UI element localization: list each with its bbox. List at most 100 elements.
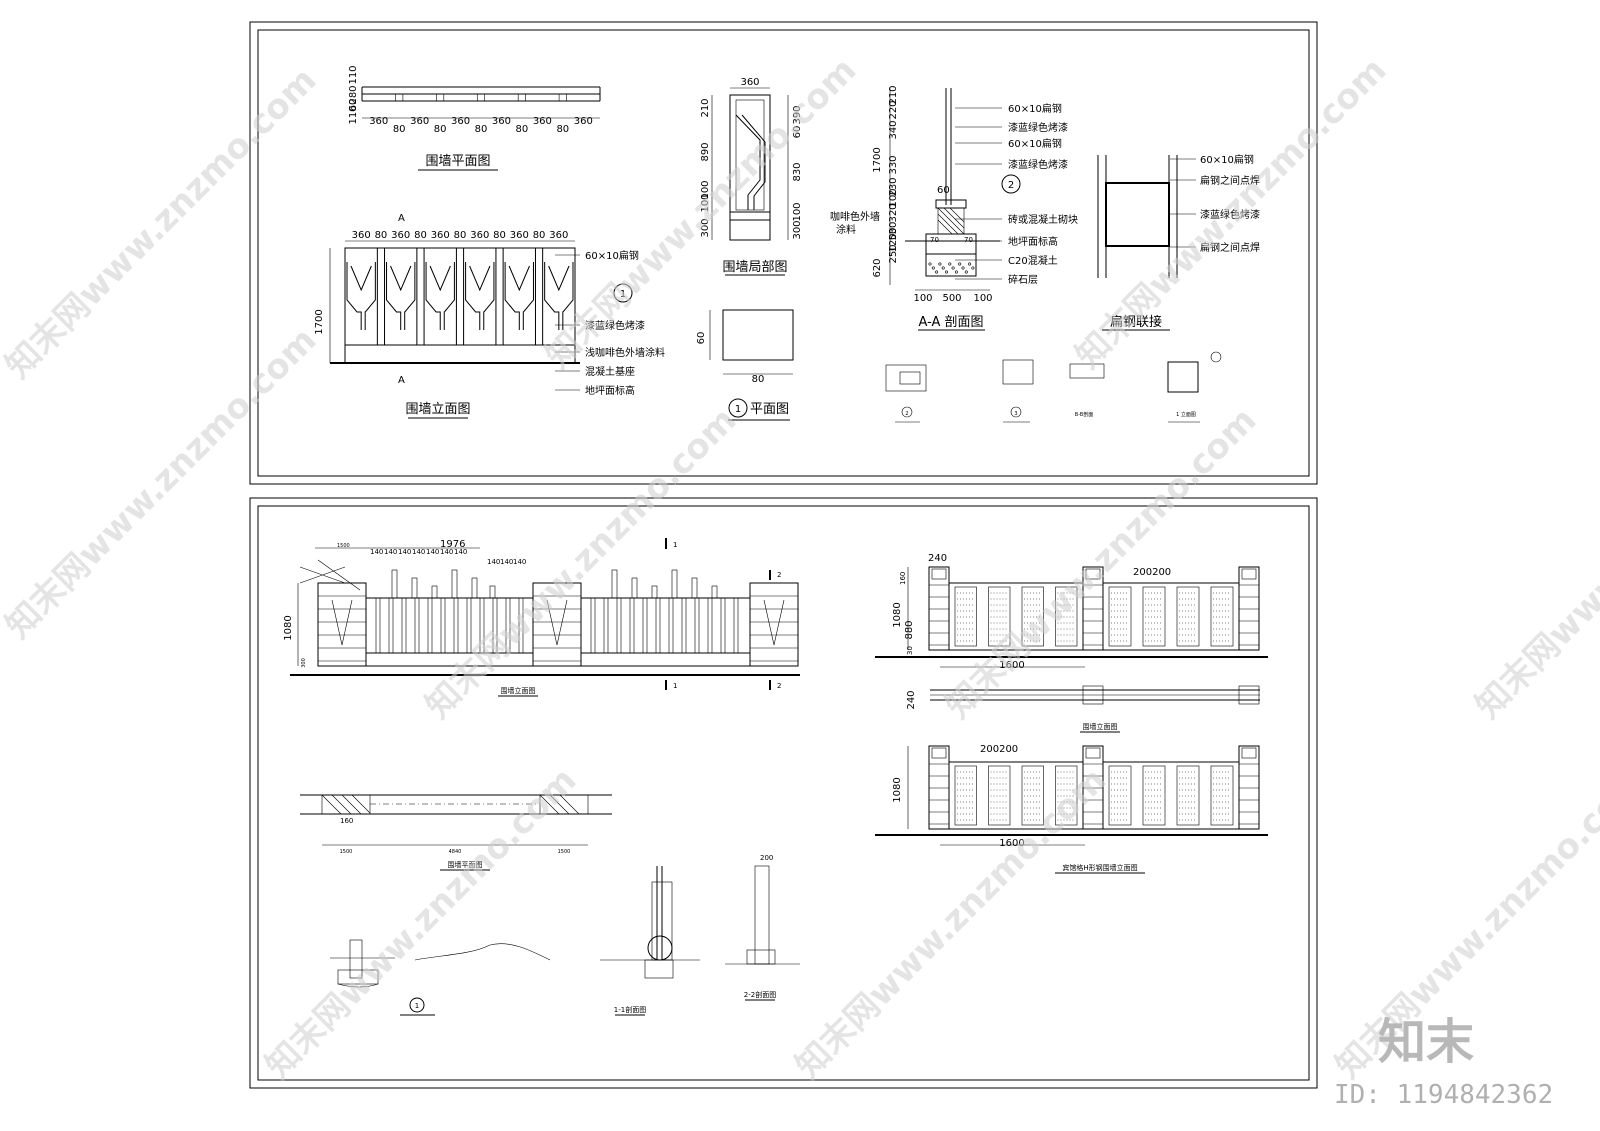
- bl-bar-top: [711, 585, 718, 599]
- elev-bar-left: [465, 262, 481, 330]
- aa-left-dim: 30: [888, 222, 899, 235]
- bl-bar: [603, 597, 609, 654]
- plan1-callout: 1: [735, 404, 741, 415]
- elev-dim: 80: [414, 230, 427, 241]
- elev-dim: 360: [352, 230, 371, 241]
- elev-dim: 360: [470, 230, 489, 241]
- elev-dim: 360: [431, 230, 450, 241]
- detail-width: 360: [740, 77, 759, 88]
- bl-bar-top: [411, 577, 418, 599]
- bl-mark-2b: 2: [777, 682, 781, 690]
- bl-dim-140: 140: [500, 558, 513, 566]
- plan1-w: 80: [752, 374, 765, 385]
- bl-bar-top: [431, 585, 438, 599]
- bl-bar: [642, 597, 648, 654]
- aa-note: 60×10扁钢: [1008, 137, 1062, 150]
- fs-note: 漆蓝绿色烤漆: [1200, 208, 1260, 221]
- elev-note: 地坪面标高: [585, 384, 635, 397]
- wm-7: 知末网www.znzmo.com: [1468, 400, 1600, 726]
- s11-title: 1-1剖面图: [614, 1005, 646, 1014]
- bl-bar: [518, 597, 524, 654]
- aa-left-dim: 250: [888, 244, 899, 263]
- gravel-dot: [931, 266, 935, 270]
- r1-plan-240: 240: [906, 690, 917, 709]
- elev-bar-left: [346, 262, 362, 330]
- pl-d160: 160: [340, 817, 353, 825]
- aa-left-dim: 230: [888, 177, 899, 196]
- elev-bar-left: [386, 262, 402, 330]
- watermark-logo: 知末: [1378, 1014, 1474, 1070]
- gravel-dot: [961, 266, 965, 270]
- elev-post: [416, 247, 425, 346]
- pier-cap: [931, 747, 947, 759]
- gravel-dot: [958, 262, 962, 266]
- mesh-panel: [954, 765, 977, 826]
- elev-post: [455, 247, 465, 346]
- aa-left-dim: 1700: [872, 147, 883, 172]
- mesh-panel: [1108, 765, 1132, 826]
- elev-note: 漆蓝绿色烤漆: [585, 319, 645, 332]
- mesh-panel: [1176, 765, 1200, 826]
- bl-mark-1b: 1: [673, 682, 677, 690]
- bl-dim-140: 140: [370, 548, 383, 556]
- gravel-dot: [968, 262, 972, 266]
- bl-height: 1080: [283, 615, 294, 640]
- aa-title: A-A 剖面图: [918, 315, 983, 330]
- bl-bar-top: [651, 585, 658, 599]
- wm-1: 知末网www.znzmo.com: [0, 60, 324, 386]
- fs-note: 60×10扁钢: [1200, 153, 1254, 166]
- aa-left-dim: 220: [888, 100, 899, 119]
- elev-bar-right: [562, 262, 574, 330]
- r1-w1600: 1600: [999, 660, 1024, 671]
- pl-d2: 4840: [449, 849, 462, 855]
- r1-d30: 30: [906, 646, 914, 655]
- plan-dim: 360: [533, 116, 552, 127]
- mesh-panel: [1176, 586, 1200, 647]
- pl-d1: 1500: [340, 849, 353, 855]
- gravel-dot: [928, 262, 932, 266]
- aa-left-dim: 320: [888, 203, 899, 222]
- r2-w1600: 1600: [999, 838, 1024, 849]
- fence-elevation-right-1: 1080 880 240 160 30 200200 1600 240 围墙立面…: [875, 553, 1268, 733]
- bl-bar: [733, 597, 739, 654]
- wm-8: 知末网www.znzmo.com: [258, 760, 584, 1086]
- elev-dim: 360: [510, 230, 529, 241]
- bl-bar: [375, 597, 381, 654]
- aa-note: 地坪面标高: [1008, 235, 1058, 248]
- bl-dim-1976: 1976: [440, 539, 465, 550]
- sheet-bottom-inner-frame: [257, 505, 1310, 1081]
- wm-6: 知末网www.znzmo.com: [938, 400, 1264, 726]
- elev-note: 60×10扁钢: [585, 249, 639, 262]
- aa-left-dim: 330: [888, 155, 899, 174]
- mesh-panel: [1142, 765, 1166, 826]
- elev-bar-left: [425, 262, 441, 330]
- aa-callout-circle: [1001, 174, 1021, 194]
- wm-5: 知末网www.znzmo.com: [418, 400, 744, 726]
- elev-post: [376, 247, 386, 346]
- r1-h1080: 1080: [892, 602, 903, 627]
- wm-3: 知末网www.znzmo.com: [1068, 50, 1394, 376]
- plan-left-dim: 60: [348, 99, 359, 112]
- bl-bar: [629, 597, 635, 654]
- elev-bar-v: [429, 265, 451, 292]
- section-1-detail: 1: [330, 939, 551, 1016]
- bl-bar: [720, 597, 726, 654]
- elev-bar-left: [504, 262, 520, 330]
- pier-cap: [931, 568, 947, 580]
- mesh-panel: [1210, 765, 1234, 826]
- s1-callout-circle: [409, 997, 425, 1013]
- aa-small-70a: 70: [930, 236, 939, 244]
- aa-left-dim: 210: [888, 85, 899, 104]
- pier-cap: [1241, 568, 1257, 580]
- section-mark-a-top: A: [398, 213, 405, 224]
- aa-small-70b: 70: [964, 236, 973, 244]
- plan-dim: 360: [492, 116, 511, 127]
- pier-cap: [1085, 568, 1101, 580]
- bl-dim-1500: 1500: [337, 543, 350, 549]
- aa-left-dim: 50: [888, 228, 899, 241]
- s22-d200: 200: [760, 854, 773, 862]
- aa-note: C20混凝土: [1008, 254, 1058, 267]
